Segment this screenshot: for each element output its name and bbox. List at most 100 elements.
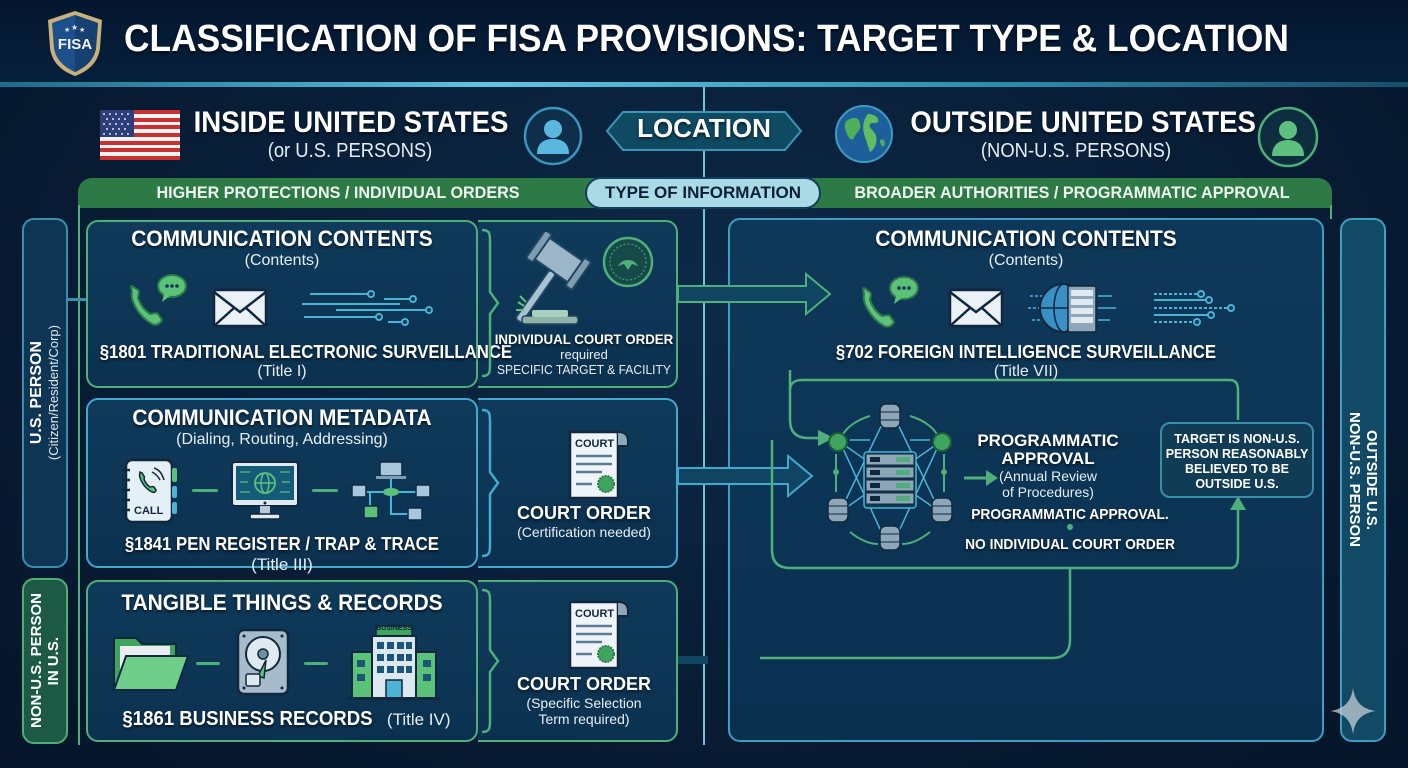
svg-text:CALL: CALL <box>134 505 164 517</box>
programmatic-sub-line2: of Procedures) <box>1002 484 1094 500</box>
us-person-icon <box>523 106 583 166</box>
non-us-person-icon <box>1257 106 1319 168</box>
broader-authorities-label: BROADER AUTHORITIES / PROGRAMMATIC APPRO… <box>854 183 1290 202</box>
card1-order-title: INDIVIDUAL COURT ORDER <box>494 331 674 347</box>
data-stream-icon <box>1154 290 1235 326</box>
page-title: CLASSIFICATION OF FISA PROVISIONS: TARGE… <box>124 18 1289 60</box>
card1-brace <box>481 228 500 378</box>
card3-order-line2: (Specific Selection <box>526 695 642 711</box>
card1-provision-block: §1801 TRADITIONAL ELECTRONIC SURVEILLANC… <box>86 342 512 381</box>
folder-icon <box>112 637 190 691</box>
separator-dot <box>1067 524 1073 530</box>
gavel-seal-icon <box>515 232 654 325</box>
flow-arrows <box>677 271 832 664</box>
card1-provision-title: (Title I) <box>257 363 307 380</box>
building-sign: BUSINESS <box>376 625 412 632</box>
non-us-in-us-side-panel <box>22 578 68 744</box>
header-divider <box>0 82 1408 87</box>
target-line3: BELIEVED TO BE <box>1185 462 1289 476</box>
us-flag-icon <box>100 110 180 160</box>
svg-text:★: ★ <box>64 26 70 34</box>
right-provision-title: (Title VII) <box>993 363 1059 380</box>
programmatic-approval-statement: PROGRAMMATIC APPROVAL. <box>971 506 1169 523</box>
card3-order-line3: Term required) <box>538 711 630 727</box>
no-individual-court-order: NO INDIVIDUAL COURT ORDER <box>965 536 1175 553</box>
card1-heading: COMMUNICATION CONTENTS (Contents) <box>86 226 478 270</box>
card2-provision-block: §1841 PEN REGISTER / TRAP & TRACE (Title… <box>86 534 478 575</box>
card2-order-line2: (Certification needed) <box>517 524 651 540</box>
card3-heading: TANGIBLE THINGS & RECORDS <box>86 590 478 616</box>
court-document-icon: COURT <box>568 600 629 670</box>
us-person-subtitle: (Citizen/Resident/Corp) <box>46 325 61 461</box>
type-of-information-pill <box>585 177 821 209</box>
target-criteria-text: TARGET IS NON-U.S. PERSON REASONABLY BEL… <box>1160 432 1314 492</box>
card2-brace <box>481 408 500 558</box>
programmatic-approval-subtitle: (Annual Review of Procedures) <box>968 468 1128 500</box>
monitor-globe-icon <box>231 461 299 520</box>
target-line2: PERSON REASONABLY <box>1165 447 1309 461</box>
right-heading: COMMUNICATION CONTENTS (Contents) <box>730 226 1322 270</box>
fisa-shield-logo-icon: ★ ★ ★ <box>48 11 102 76</box>
right-subtitle: (Contents) <box>988 252 1064 269</box>
contents-flow-arrow <box>677 271 832 317</box>
envelope-icon <box>212 288 268 328</box>
location-divider-line <box>703 87 705 745</box>
non-us-outside-line1: NON-U.S. PERSON <box>1346 412 1363 548</box>
hard-drive-icon <box>236 628 290 696</box>
outside-us-subtitle: (NON-U.S. PERSONS) <box>980 140 1172 162</box>
card3-provision: §1861 BUSINESS RECORDS <box>122 708 374 730</box>
target-line1: TARGET IS NON-U.S. <box>1174 432 1300 446</box>
card2-connector-1 <box>192 489 218 492</box>
court-document-icon: COURT <box>568 430 629 500</box>
card1-title: COMMUNICATION CONTENTS <box>131 226 433 251</box>
card2-title: COMMUNICATION METADATA <box>132 405 432 430</box>
card3-provision-title: (Title IV) <box>386 710 451 729</box>
right-provision: §702 FOREIGN INTELLIGENCE SURVEILLANCE <box>835 342 1217 362</box>
data-stream-icon <box>302 290 433 326</box>
right-provision-block: §702 FOREIGN INTELLIGENCE SURVEILLANCE (… <box>730 342 1322 381</box>
card1-order-line3: SPECIFIC TARGET & FACILITY <box>496 362 671 377</box>
programmatic-title-line2: APPROVAL <box>1001 449 1095 468</box>
us-person-title: U.S. PERSON <box>28 341 45 445</box>
non-us-outside-line2: OUTSIDE U.S. <box>1363 429 1380 530</box>
programmatic-title-line1: PROGRAMMATIC <box>977 431 1119 450</box>
card3-connector-1 <box>196 662 220 665</box>
left-band-bracket-line <box>78 205 80 745</box>
us-person-side-panel <box>22 218 68 568</box>
inside-us-title: INSIDE UNITED STATES <box>193 106 509 139</box>
broader-authorities-band <box>800 178 1332 208</box>
non-us-in-us-line2: IN U.S. <box>45 636 62 686</box>
svg-text:★: ★ <box>71 23 78 32</box>
server-network-icon <box>827 403 953 551</box>
business-building-icon <box>348 625 440 700</box>
logo-text: FISA <box>57 36 93 53</box>
card3-provision-block: §1861 BUSINESS RECORDS (Title IV) <box>86 708 478 731</box>
card3-order-text: COURT ORDER (Specific Selection Term req… <box>490 674 678 727</box>
card3-title: TANGIBLE THINGS & RECORDS <box>121 590 443 615</box>
card2-provision-title: (Title III) <box>251 555 313 574</box>
metadata-flow-arrow <box>677 453 814 499</box>
non-us-in-us-line1: NON-U.S. PERSON <box>28 593 45 729</box>
card1-order-text: INDIVIDUAL COURT ORDER required SPECIFIC… <box>490 331 678 377</box>
us-person-side-label: U.S. PERSON (Citizen/Resident/Corp) <box>22 218 68 568</box>
routing-lines <box>760 370 1246 660</box>
communication-contents-card <box>86 220 478 388</box>
non-us-in-us-side-label: NON-U.S. PERSON IN U.S. <box>22 578 68 744</box>
right-band-bracket-line <box>1330 205 1332 219</box>
higher-protections-label: HIGHER PROTECTIONS / INDIVIDUAL ORDERS <box>156 183 520 202</box>
us-person-connector <box>68 298 86 301</box>
card3-connector-2 <box>304 662 328 665</box>
phone-chat-icon <box>130 274 187 326</box>
globe-server-icon <box>1028 283 1116 333</box>
higher-protections-band <box>78 178 598 208</box>
non-us-outside-side-panel <box>1340 218 1386 742</box>
svg-text:COURT: COURT <box>575 608 614 620</box>
card2-subtitle: (Dialing, Routing, Addressing) <box>176 431 388 448</box>
globe-icon <box>835 105 893 163</box>
card3-order-title: COURT ORDER <box>517 674 651 694</box>
location-label: LOCATION <box>637 113 771 143</box>
network-tree-icon <box>351 461 431 521</box>
card2-connector-2 <box>312 489 338 492</box>
call-log-icon: CALL <box>122 458 177 524</box>
card1-order-line2: required <box>560 347 608 362</box>
